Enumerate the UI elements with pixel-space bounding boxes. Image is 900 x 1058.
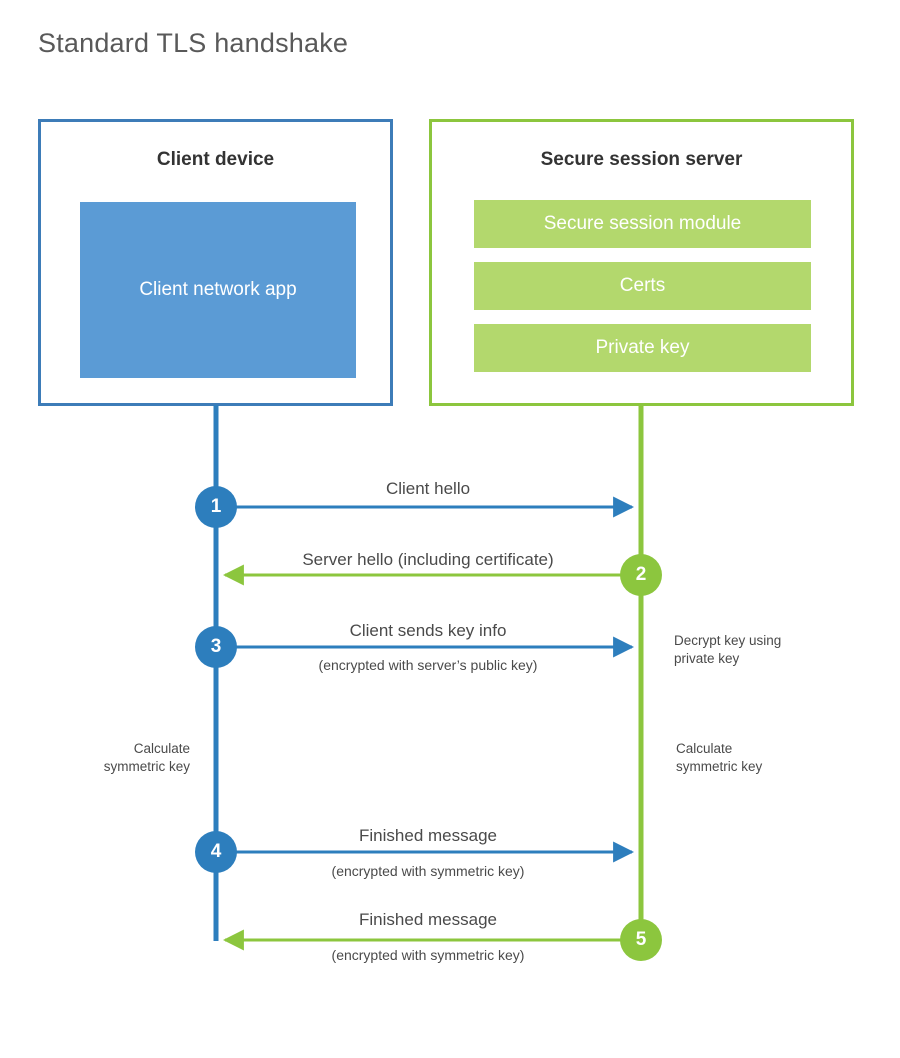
step-badge-3[interactable]: 3 [195,626,237,668]
annotation-server-calculate-symmetric-key: Calculate symmetric key [676,741,763,775]
message-sublabel-step-4: (encrypted with symmetric key) [331,863,525,879]
client-device-box: Client device Client network app [38,119,393,406]
step-badge-4[interactable]: 4 [195,831,237,873]
client-device-title: Client device [156,149,275,170]
message-sublabel-step-3: (encrypted with server’s public key) [318,657,538,673]
message-sublabel-step-5: (encrypted with symmetric key) [331,947,525,963]
client-network-app-block: Client network app [80,202,356,378]
message-label-step-3: Client sends key info [349,621,507,640]
message-label-step-4: Finished message [359,826,497,845]
secure-session-server-box: Secure session server Secure session mod… [429,119,854,406]
message-label-step-5: Finished message [359,910,497,929]
annotation-server-decrypt-key: Decrypt key using private key [674,633,782,667]
page-title: Standard TLS handshake [38,28,349,58]
server-module-secure-session-module: Secure session module [474,200,811,248]
server-module-private-key: Private key [474,324,811,372]
step-badge-2[interactable]: 2 [620,554,662,596]
server-module-list: Secure session module Certs Private key [474,200,811,372]
message-label-step-1: Client hello [385,479,471,498]
annotation-client-calculate-symmetric-key: Calculate symmetric key [103,741,190,775]
secure-session-server-title: Secure session server [540,149,743,170]
step-badge-1[interactable]: 1 [195,486,237,528]
step-badge-5[interactable]: 5 [620,919,662,961]
message-label-step-2: Server hello (including certificate) [302,550,554,569]
server-module-certs: Certs [474,262,811,310]
